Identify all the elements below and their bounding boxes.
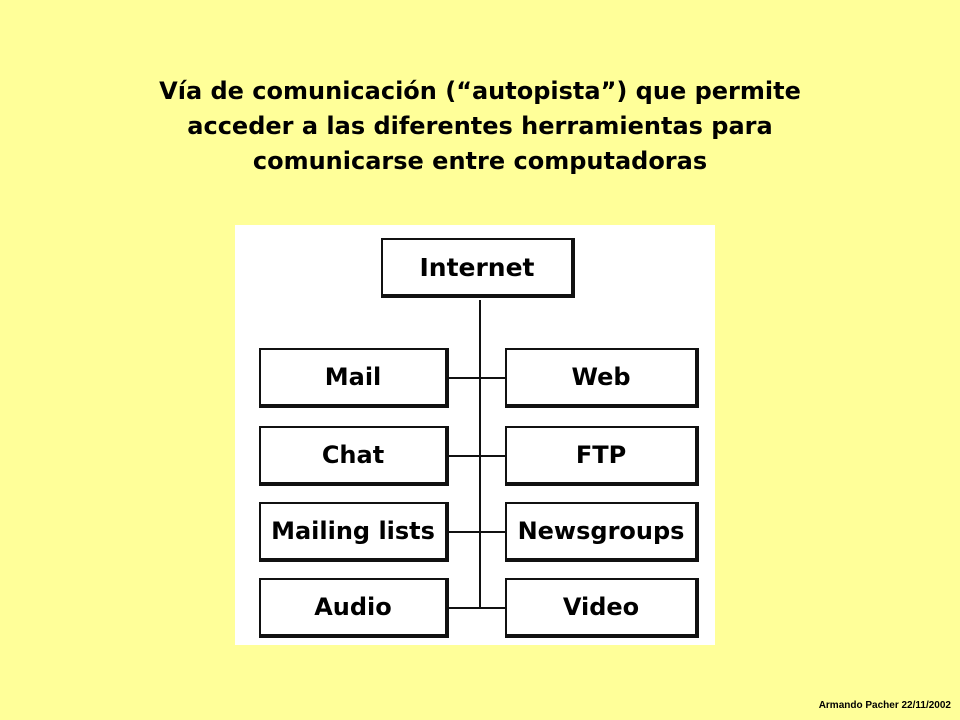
- node-mail: Mail: [259, 348, 449, 408]
- title-line-2: acceder a las diferentes herramientas pa…: [187, 112, 773, 140]
- node-chat: Chat: [259, 426, 449, 486]
- node-internet: Internet: [381, 238, 575, 298]
- connector-lines: [449, 300, 505, 609]
- title-line-3: comunicarse entre computadoras: [252, 147, 708, 175]
- slide-title: Vía de comunicación (“autopista”) que pe…: [80, 74, 880, 179]
- node-video: Video: [505, 578, 699, 638]
- node-mailing-lists: Mailing lists: [259, 502, 449, 562]
- title-line-1: Vía de comunicación (“autopista”) que pe…: [159, 77, 801, 105]
- node-newsgroups: Newsgroups: [505, 502, 699, 562]
- node-audio: Audio: [259, 578, 449, 638]
- node-ftp: FTP: [505, 426, 699, 486]
- internet-tools-diagram: Internet Mail Chat Mailing lists Audio W…: [235, 225, 715, 645]
- author-credit: Armando Pacher 22/11/2002: [818, 700, 951, 711]
- node-web: Web: [505, 348, 699, 408]
